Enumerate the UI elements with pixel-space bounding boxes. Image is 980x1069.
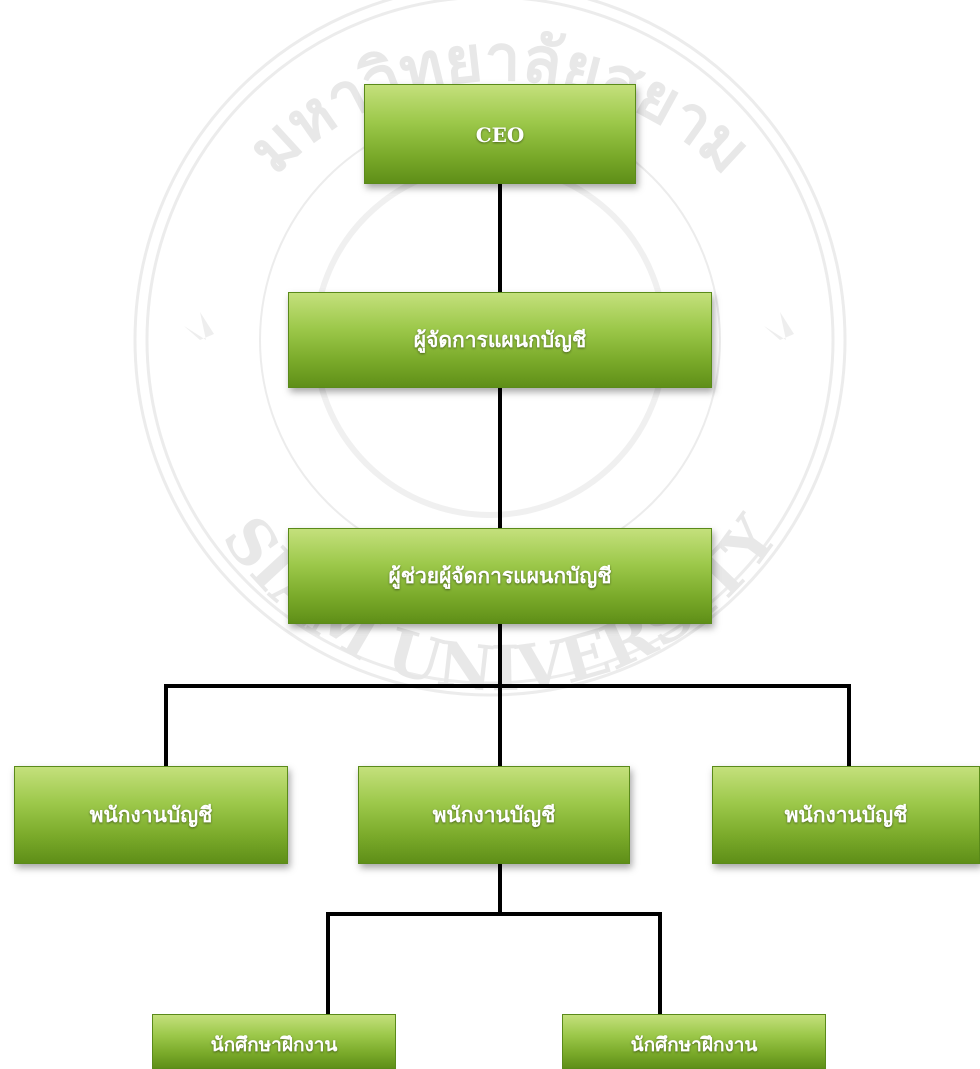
- org-node-accountant-2-label: พนักงานบัญชี: [432, 801, 556, 827]
- org-node-accountant-2: พนักงานบัญชี: [358, 766, 630, 864]
- org-node-assistant-manager-label: ผู้ช่วยผู้จัดการแผนกบัญชี: [388, 562, 612, 588]
- org-node-accountant-3-label: พนักงานบัญชี: [784, 801, 908, 827]
- org-node-ceo-label: CEO: [475, 123, 525, 147]
- org-node-accounting-manager: ผู้จัดการแผนกบัญชี: [288, 292, 712, 388]
- org-node-intern-2-label: นักศึกษาฝึกงาน: [630, 1034, 758, 1056]
- org-node-accountant-1-label: พนักงานบัญชี: [89, 801, 213, 827]
- org-node-accountant-1: พนักงานบัญชี: [14, 766, 288, 864]
- org-node-intern-1-label: นักศึกษาฝึกงาน: [210, 1034, 338, 1056]
- org-node-ceo: CEO: [364, 84, 636, 184]
- org-node-intern-1: นักศึกษาฝึกงาน: [152, 1014, 396, 1069]
- org-node-accounting-manager-label: ผู้จัดการแผนกบัญชี: [413, 326, 587, 352]
- org-node-intern-2: นักศึกษาฝึกงาน: [562, 1014, 826, 1069]
- org-node-accountant-3: พนักงานบัญชี: [712, 766, 980, 864]
- org-node-assistant-manager: ผู้ช่วยผู้จัดการแผนกบัญชี: [288, 528, 712, 624]
